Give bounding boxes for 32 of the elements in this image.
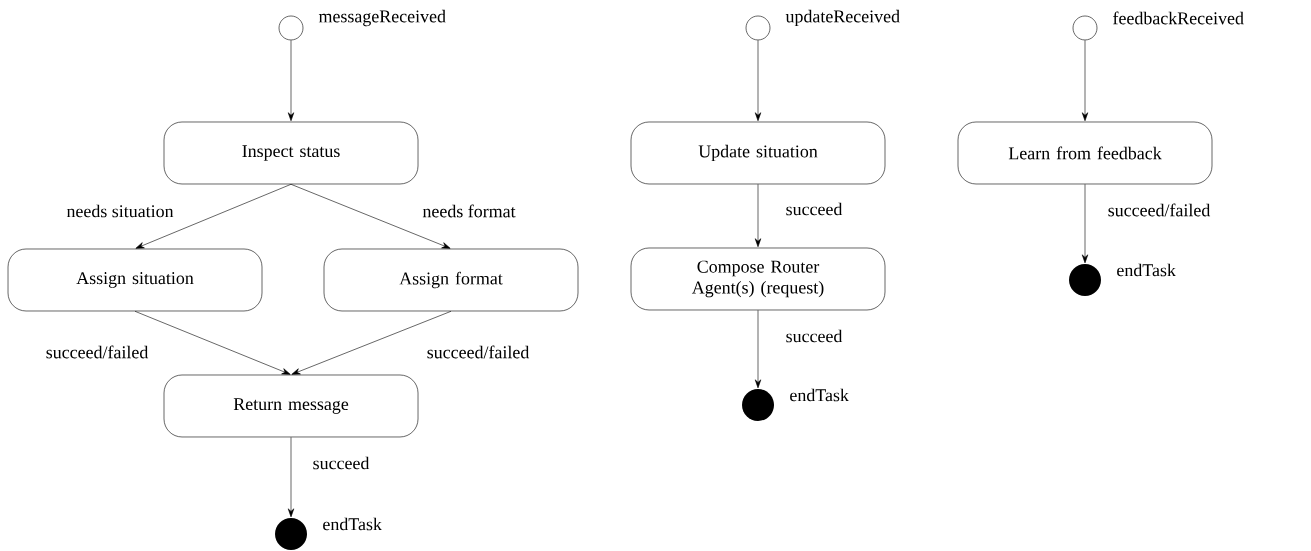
edge-label: succeed (311, 455, 371, 471)
state-box: Compose Router Agent(s) (request) (630, 247, 886, 311)
arrow (135, 184, 292, 249)
event-label: endTask (1117, 263, 1176, 277)
state-box: Assign situation (7, 248, 263, 312)
state-box: Return message (163, 374, 419, 438)
arrow (754, 184, 762, 248)
event-label: feedbackReceived (1113, 11, 1244, 25)
state-box: Inspect status (163, 121, 419, 185)
edge-label: succeed (784, 328, 844, 344)
edge-label: needs format (421, 203, 517, 219)
arrow (1081, 184, 1089, 264)
edge-label: succeed/failed (1106, 202, 1212, 218)
event-label: endTask (323, 517, 382, 531)
event-label: endTask (790, 388, 849, 402)
arrow (290, 184, 451, 249)
event-label: updateReceived (785, 9, 900, 27)
arrow (291, 311, 452, 375)
arrow (754, 40, 762, 122)
arrow (134, 311, 291, 375)
arrow (1081, 40, 1089, 122)
arrow (287, 40, 295, 122)
state-box: Learn from feedback (957, 121, 1213, 185)
edge-label: succeed (784, 201, 844, 217)
edge-label: succeed/failed (425, 344, 531, 360)
state-box: Assign format (323, 248, 579, 312)
state-box: Update situation (630, 121, 886, 185)
event-label: messageReceived (318, 9, 446, 27)
edge-label: needs situation (65, 203, 175, 219)
edge-label: succeed/failed (44, 344, 150, 360)
arrow (287, 436, 295, 518)
arrow (754, 310, 762, 389)
